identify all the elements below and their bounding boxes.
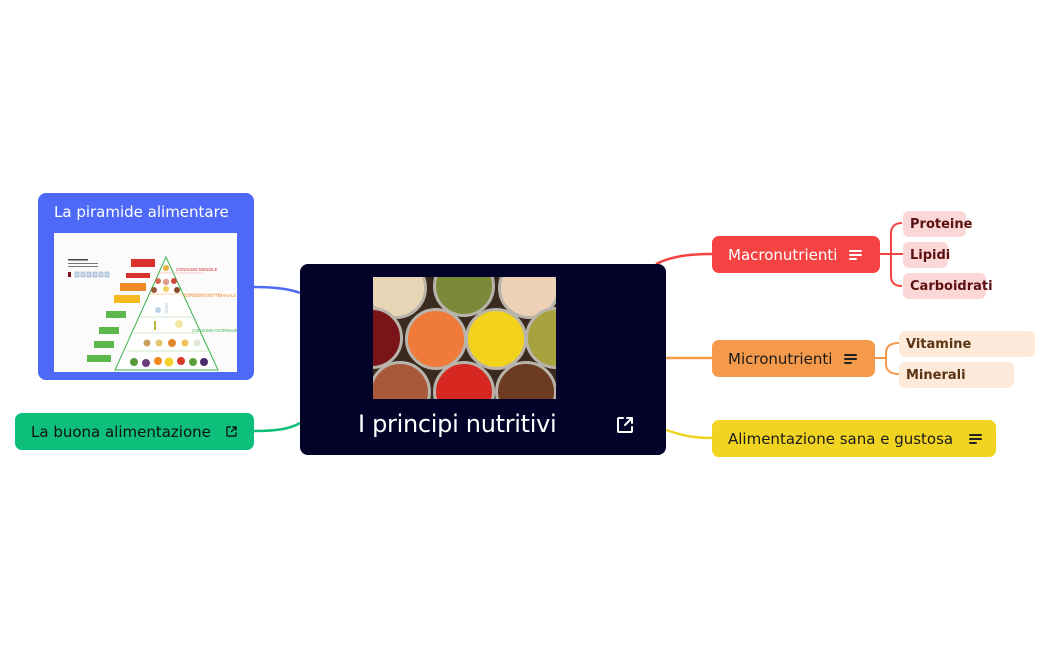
branch-label: Alimentazione sana e gustosa <box>728 429 954 448</box>
subtopic-vitamine[interactable]: Vitamine <box>899 331 1035 357</box>
branch-label: Micronutrienti <box>728 349 833 368</box>
canned-food-photo <box>373 277 556 399</box>
central-topic-title: I principi nutritivi <box>358 410 557 438</box>
branch-buona-alimentazione[interactable]: La buona alimentazione <box>15 413 254 450</box>
external-link-icon[interactable] <box>615 415 635 435</box>
subtopic-minerali[interactable]: Minerali <box>899 362 1014 388</box>
branch-micronutrienti[interactable]: Micronutrienti <box>712 340 875 377</box>
svg-text:CONSUMO GIORNALIERO: CONSUMO GIORNALIERO <box>192 328 237 333</box>
svg-text:CONSUMO SETTIMANALE: CONSUMO SETTIMANALE <box>184 293 236 298</box>
subtopic-label: Minerali <box>906 367 966 383</box>
subtopic-lipidi[interactable]: Lipidi <box>903 242 951 268</box>
branch-label: La buona alimentazione <box>31 422 211 441</box>
branch-macronutrienti[interactable]: Macronutrienti <box>712 236 880 273</box>
notes-icon[interactable] <box>844 353 858 364</box>
subtopic-proteine[interactable]: Proteine <box>903 211 972 237</box>
external-link-icon[interactable] <box>225 425 238 438</box>
food-pyramid-image: CONSUMO MENSILE CONSUMO SETTIMANALE CONS… <box>54 233 237 372</box>
notes-icon[interactable] <box>849 249 863 260</box>
subtopic-label: Lipidi <box>910 247 951 263</box>
branch-label: La piramide alimentare <box>54 203 229 221</box>
subtopic-label: Vitamine <box>906 336 972 352</box>
branch-piramide-alimentare[interactable]: La piramide alimentare <box>38 193 254 380</box>
subtopic-label: Proteine <box>910 216 973 232</box>
subtopic-carboidrati[interactable]: Carboidrati <box>903 273 993 299</box>
subtopic-label: Carboidrati <box>910 278 993 294</box>
branch-label: Macronutrienti <box>728 245 838 264</box>
central-topic[interactable]: I principi nutritivi <box>300 264 666 455</box>
svg-text:CONSUMO MENSILE: CONSUMO MENSILE <box>176 267 218 272</box>
notes-icon[interactable] <box>969 433 983 444</box>
branch-alimentazione-sana[interactable]: Alimentazione sana e gustosa <box>712 420 996 457</box>
